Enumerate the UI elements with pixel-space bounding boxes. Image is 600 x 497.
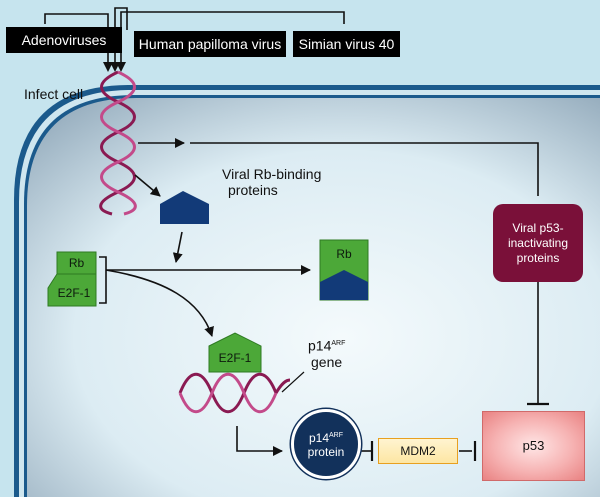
virus-label-human-papilloma-virus: Human papilloma virus <box>134 31 286 57</box>
e2f1-free-shape <box>208 332 262 373</box>
rb-label: Rb <box>68 256 85 270</box>
p53-box: p53 <box>482 411 585 481</box>
p14-gene-name: p14 <box>308 337 332 354</box>
p53-inactivating-line-2: inactivating <box>507 235 569 250</box>
mdm2-box: MDM2 <box>378 438 458 464</box>
e2f1-free-label: E2F-1 <box>218 351 252 365</box>
viral-dna-helix <box>99 70 137 216</box>
viral-p53-inactivating-box: Viral p53- inactivating proteins <box>493 204 583 282</box>
virus-label-adenoviruses: Adenoviruses <box>6 27 122 53</box>
cytoplasm <box>27 98 600 497</box>
viral-rb-binding-label: Viral Rb-binding proteins <box>222 166 321 198</box>
rb-bound-label: Rb <box>336 247 352 261</box>
virus-arrowheads <box>103 62 126 72</box>
protein-word: protein <box>307 445 345 459</box>
e2f1-complex-shape <box>47 273 97 307</box>
p14arf-gene-label: p14ARF gene <box>308 336 345 370</box>
virus-label-simian-virus-40: Simian virus 40 <box>293 31 400 57</box>
infect-cell-label: Infect cell <box>24 86 84 102</box>
p14arf-protein-circle: p14ARF protein <box>291 409 361 479</box>
p53-inactivating-line-1: Viral p53- <box>512 220 564 235</box>
viral-rb-binding-line-2: proteins <box>228 182 278 198</box>
viral-rb-binding-protein-shape <box>160 191 209 224</box>
p14-gene-superscript: ARF <box>331 340 346 347</box>
p53-inactivating-line-3: proteins <box>516 250 560 265</box>
gene-word: gene <box>311 353 343 370</box>
e2f1-complex-label: E2F-1 <box>57 286 91 300</box>
p14-protein-superscript: ARF <box>329 432 344 439</box>
viral-rb-binding-line-1: Viral Rb-binding <box>222 166 322 182</box>
p14arf-gene-dna <box>178 372 291 414</box>
p14-protein-name: p14 <box>308 431 330 445</box>
viral-protein-bound-shape <box>320 270 368 300</box>
